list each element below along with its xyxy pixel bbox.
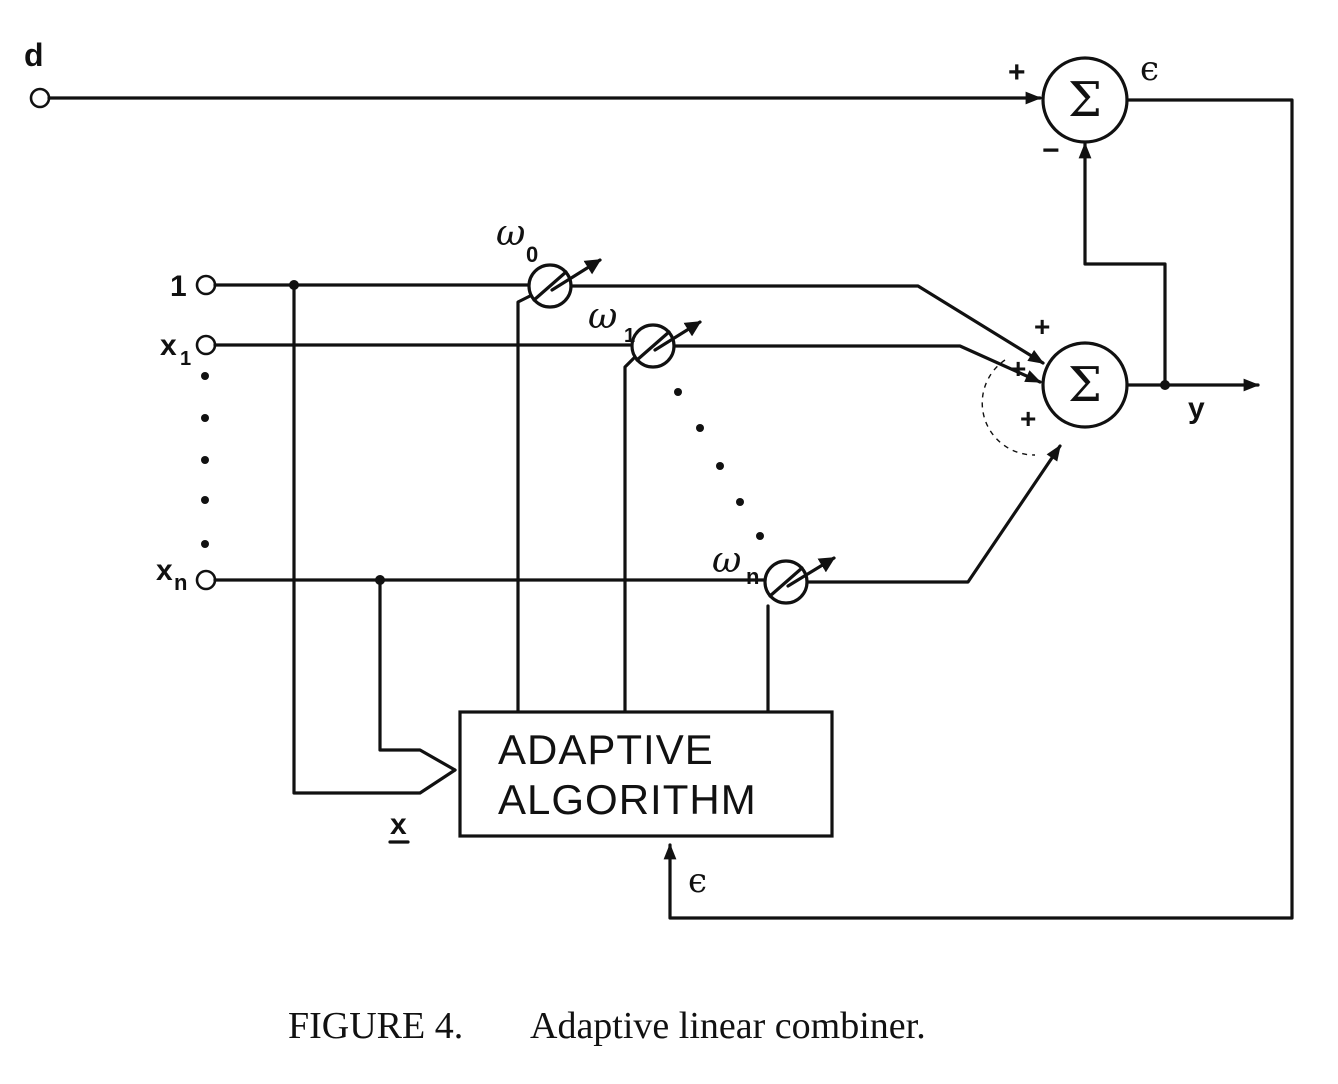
label-d: d	[24, 37, 44, 73]
summer-output-symbol: Σ	[1068, 357, 1102, 413]
terminal-d	[29, 87, 51, 109]
wire-algorithm-to-w1	[623, 356, 636, 714]
figure-caption-text: Adaptive linear combiner.	[530, 1005, 926, 1047]
wire-algorithm-to-w0	[516, 294, 532, 714]
label-input-vector: x	[390, 808, 407, 841]
terminal-x1	[195, 334, 217, 356]
adaptive-algorithm-line1: ADAPTIVE	[498, 726, 714, 773]
label-w1: ω	[588, 296, 617, 337]
label-w0-sub: 0	[526, 242, 538, 267]
figure-caption-label: FIGURE 4.	[288, 1005, 463, 1047]
weight-w0	[527, 258, 602, 309]
label-error-top: ϵ	[1140, 49, 1159, 89]
input-ellipsis	[201, 372, 209, 548]
weight-wn	[763, 556, 836, 605]
wire-wn-to-sum	[805, 444, 1062, 584]
summer-output-input-arc	[981, 359, 1036, 456]
label-wn-sub: n	[746, 564, 759, 589]
summer-error-minus: −	[1042, 134, 1060, 167]
terminal-bias	[195, 274, 217, 296]
label-bias: 1	[170, 270, 187, 303]
junction-y	[1160, 380, 1170, 390]
wire-y-to-error-summer	[1078, 142, 1167, 387]
label-x1-sub: 1	[180, 348, 191, 370]
wire-xn-tap-to-algorithm	[378, 578, 457, 772]
label-xn: x	[156, 554, 173, 587]
summer-output-plus-1: +	[1034, 311, 1050, 342]
wire-w0-to-sum	[569, 284, 1045, 365]
label-x1: x	[160, 329, 177, 362]
label-w1-sub: 1	[624, 325, 635, 347]
adaptive-algorithm-line2: ALGORITHM	[498, 776, 757, 823]
wire-bias-tap-to-algorithm	[292, 283, 457, 795]
weight-w1	[630, 320, 702, 369]
label-error-bottom: ϵ	[688, 861, 707, 901]
wire-w1-to-sum	[672, 344, 1042, 384]
summer-output-plus-3: +	[1020, 403, 1036, 434]
weight-ellipsis	[674, 388, 764, 540]
label-wn: ω	[712, 540, 741, 581]
summer-error-plus: +	[1008, 56, 1026, 89]
label-w0: ω	[496, 213, 525, 254]
wire-error-feedback	[663, 98, 1294, 920]
summer-output-plus-2: +	[1010, 353, 1026, 384]
summer-error-symbol: Σ	[1068, 72, 1102, 128]
label-y: y	[1188, 392, 1205, 425]
adaptive-algorithm-box	[458, 710, 834, 838]
label-xn-sub: n	[174, 570, 187, 595]
terminal-xn	[195, 569, 217, 591]
